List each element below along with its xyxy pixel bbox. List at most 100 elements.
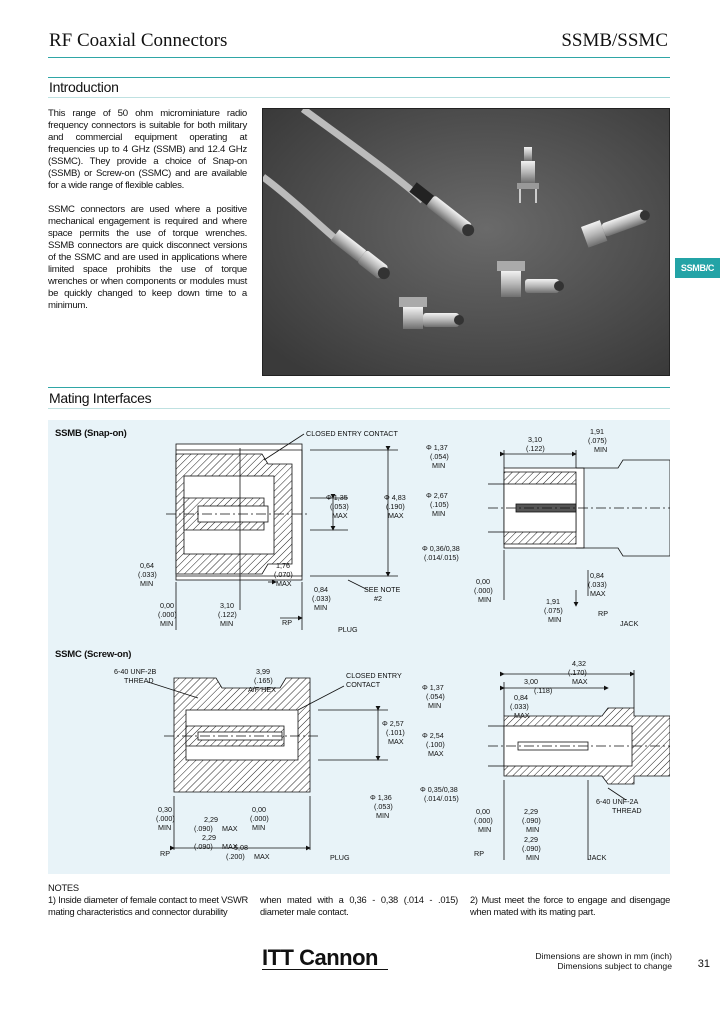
itt-cannon-logo: ITT Cannon bbox=[262, 945, 378, 970]
dim-label: MIN bbox=[526, 825, 539, 834]
dim-label: MAX bbox=[428, 749, 444, 758]
dim-label: MAX bbox=[388, 511, 404, 520]
dim-label: 2,29 bbox=[524, 807, 538, 816]
dim-label: (.075) bbox=[544, 606, 563, 615]
dim-label: (.033) bbox=[510, 702, 529, 711]
note-2: 2) Must meet the force to engage and dis… bbox=[470, 895, 670, 917]
logo-underline bbox=[262, 969, 388, 970]
dim-label: Φ 1,37 bbox=[422, 683, 444, 692]
ssmb-label: SSMB (Snap-on) bbox=[55, 428, 127, 439]
dim-label: (.000) bbox=[250, 814, 269, 823]
dim-label: (.101) bbox=[386, 728, 405, 737]
disclaimer-line-1: Dimensions are shown in mm (inch) bbox=[535, 951, 672, 961]
dim-label: MAX bbox=[276, 579, 292, 588]
dimension-disclaimer: Dimensions are shown in mm (inch) Dimens… bbox=[535, 951, 672, 971]
disclaimer-line-2: Dimensions subject to change bbox=[557, 961, 672, 971]
drawing-caption: PLUG bbox=[330, 853, 350, 862]
dim-label: 3,10 bbox=[528, 435, 542, 444]
dim-label: Φ 2,67 bbox=[426, 491, 448, 500]
mating-drawings: CLOSED ENTRY CONTACT Φ 1,35 (.053) MAX Φ… bbox=[114, 427, 670, 862]
ssmc-label: SSMC (Screw-on) bbox=[55, 649, 132, 660]
dim-label: MAX bbox=[254, 852, 270, 861]
dim-label: RP bbox=[598, 609, 608, 618]
dim-label: 2,29 bbox=[524, 835, 538, 844]
dim-label: THREAD bbox=[124, 676, 154, 685]
dim-label: 0,30 bbox=[158, 805, 172, 814]
dim-label: RP bbox=[160, 849, 170, 858]
dim-label: 0,84 bbox=[590, 571, 604, 580]
dim-label: 5,08 bbox=[234, 843, 248, 852]
dim-label: MIN bbox=[526, 853, 539, 862]
dim-label: (.000) bbox=[474, 586, 493, 595]
dim-label: Φ 2,57 bbox=[382, 719, 404, 728]
ssmb-plug-drawing bbox=[166, 433, 398, 630]
dim-label: CONTACT bbox=[346, 680, 381, 689]
page-title: RF Coaxial Connectors bbox=[49, 30, 228, 51]
dim-label: (.165) bbox=[254, 676, 273, 685]
dim-label: 0,64 bbox=[140, 561, 154, 570]
intro-heading: Introduction bbox=[49, 79, 119, 95]
section-rule bbox=[48, 77, 670, 78]
dim-label: MIN bbox=[158, 823, 171, 832]
intro-paragraph-1: This range of 50 ohm microminiature radi… bbox=[48, 108, 247, 191]
dim-label: 2,29 bbox=[202, 833, 216, 842]
drawing-caption: PLUG bbox=[338, 625, 358, 634]
ssmb-jack-drawing bbox=[488, 450, 670, 607]
intro-paragraph-2: SSMC connectors are used where a positiv… bbox=[48, 204, 247, 311]
section-rule bbox=[48, 387, 670, 388]
dim-label: (.014/.015) bbox=[424, 553, 459, 562]
dim-label: (.122) bbox=[218, 610, 237, 619]
dim-label: Φ 4,83 bbox=[384, 493, 406, 502]
dim-label: MIN bbox=[160, 619, 173, 628]
dim-label: 1,76 bbox=[276, 561, 290, 570]
dim-label: MIN bbox=[478, 595, 491, 604]
dim-label: MIN bbox=[220, 619, 233, 628]
dim-label: (.170) bbox=[568, 668, 587, 677]
section-tab[interactable]: SSMB/C bbox=[675, 258, 720, 278]
dim-label: 3,00 bbox=[524, 677, 538, 686]
dim-label: (.105) bbox=[430, 500, 449, 509]
dim-label: MIN bbox=[432, 461, 445, 470]
ssmb-plug-labels: CLOSED ENTRY CONTACT Φ 1,35 (.053) MAX Φ… bbox=[138, 429, 406, 634]
mating-heading: Mating Interfaces bbox=[49, 390, 152, 406]
dim-label: (.033) bbox=[138, 570, 157, 579]
dim-label: 6-40 UNF-2A bbox=[596, 797, 639, 806]
section-rule bbox=[48, 408, 670, 409]
notes-heading: NOTES bbox=[48, 883, 79, 893]
dim-label: 4,32 bbox=[572, 659, 586, 668]
dim-label: MIN bbox=[314, 603, 327, 612]
section-rule bbox=[48, 97, 670, 98]
dim-label: MIN bbox=[478, 825, 491, 834]
dim-label: MIN bbox=[428, 701, 441, 710]
dim-label: Φ 0,36/0,38 bbox=[422, 544, 460, 553]
dim-label: 2,29 bbox=[204, 815, 218, 824]
dim-label: Φ 0,35/0,38 bbox=[420, 785, 458, 794]
dim-label: THREAD bbox=[612, 806, 642, 815]
dim-label: MAX bbox=[332, 511, 348, 520]
dim-label: (.000) bbox=[158, 610, 177, 619]
dim-label: A/F HEX bbox=[248, 685, 276, 694]
dim-label: 0,00 bbox=[252, 805, 266, 814]
connectors-photo-illustration bbox=[263, 109, 669, 375]
note-1-part-2: when mated with a 0,36 - 0,38 (.014 - .0… bbox=[260, 895, 458, 917]
ssmc-jack-drawing bbox=[488, 670, 670, 860]
dim-label: MIN bbox=[548, 615, 561, 624]
dim-label: 1,91 bbox=[590, 427, 604, 436]
dim-label: MAX bbox=[222, 842, 238, 851]
ssmb-jack-labels: 3,10 (.122) 1,91 (.075) MIN Φ 1,37 (.054… bbox=[422, 427, 639, 628]
dim-label: (.190) bbox=[386, 502, 405, 511]
dim-label: (.000) bbox=[156, 814, 175, 823]
dim-label: (.053) bbox=[330, 502, 349, 511]
ssmc-plug-labels: 6-40 UNF-2B THREAD 3,99 (.165) A/F HEX C… bbox=[114, 667, 405, 862]
dim-label: MAX bbox=[572, 677, 588, 686]
dim-label: (.054) bbox=[430, 452, 449, 461]
dim-label: (.090) bbox=[522, 844, 541, 853]
dim-label: MAX bbox=[590, 589, 606, 598]
dim-label: RP bbox=[282, 618, 292, 627]
dim-label: RP bbox=[474, 849, 484, 858]
dim-label: (.000) bbox=[474, 816, 493, 825]
dim-label: #2 bbox=[374, 594, 382, 603]
drawing-caption: JACK bbox=[588, 853, 607, 862]
dim-label: (.200) bbox=[226, 852, 245, 861]
ssmc-plug-drawing bbox=[147, 677, 388, 851]
